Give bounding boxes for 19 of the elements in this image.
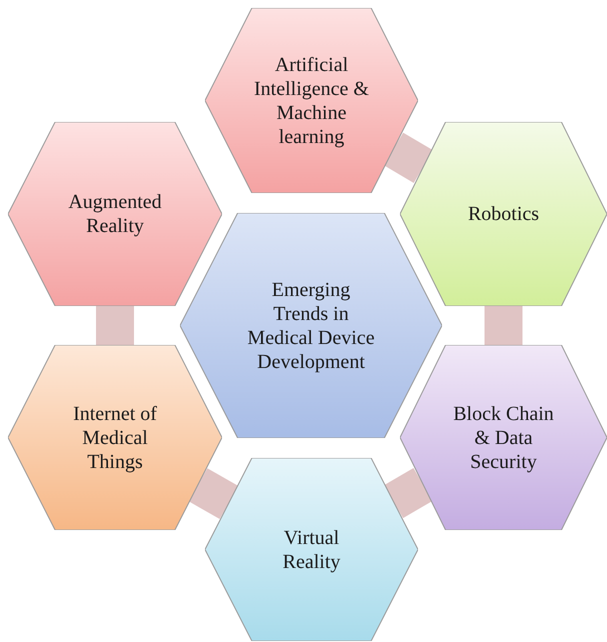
hexagon-node [180,213,442,438]
node-text: Emerging Trends in Medical Device Development [246,278,376,374]
node-text: Robotics [468,202,540,226]
connector-band [384,468,433,518]
hexagon-node [400,122,607,306]
hexagon-node [205,458,418,641]
connector-band [484,306,522,345]
connector-band [96,306,134,345]
connector-band [188,468,238,520]
connector-band [384,132,434,184]
hexagon-node [8,345,222,530]
node-text: Internet of Medical Things [72,402,158,474]
node-text: Block Chain & Data Security [452,402,555,474]
hexagon-node [400,345,607,530]
node-text: Augmented Reality [67,190,163,238]
node-text: Artificial Intelligence & Machine learning [253,52,370,148]
node-text: Virtual Reality [282,526,342,574]
hexagon-node [205,8,418,193]
hexagon-node [8,122,222,306]
